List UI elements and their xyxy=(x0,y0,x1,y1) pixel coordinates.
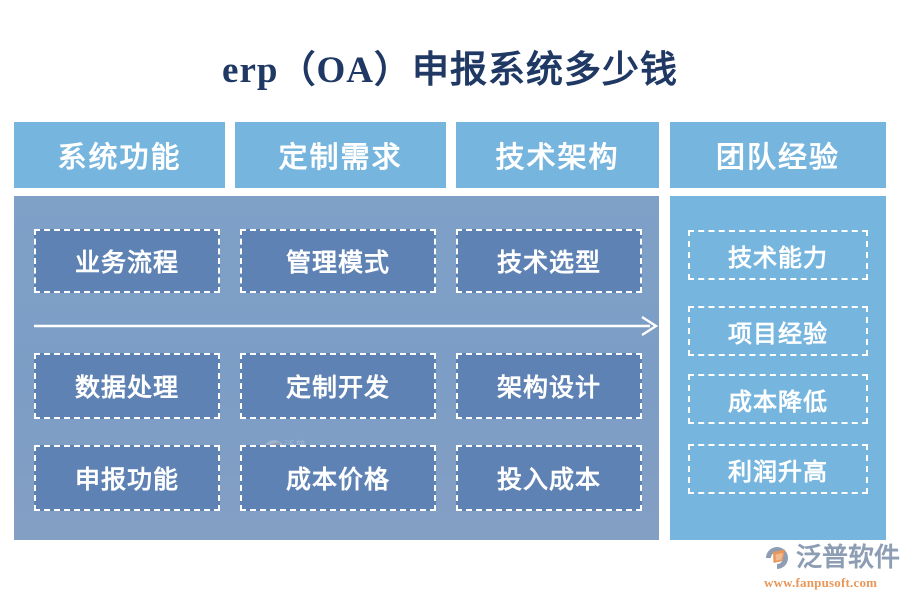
logo-name: 泛普软件 xyxy=(796,543,900,572)
header-bar-tech-architecture[interactable]: 技术架构 xyxy=(456,122,659,188)
fanpu-logo-icon xyxy=(766,547,788,569)
side-panel: 技术能力 项目经验 成本降低 利润升高 xyxy=(670,196,886,540)
header-bar-system-functions[interactable]: 系统功能 xyxy=(14,122,225,188)
side-cell-profit-increase[interactable]: 利润升高 xyxy=(688,444,868,494)
header-bar-label: 技术架构 xyxy=(495,142,620,174)
header-bar-team-experience[interactable]: 团队经验 xyxy=(670,122,886,188)
cell-label: 架构设计 xyxy=(496,375,601,402)
right-arrow-icon xyxy=(34,316,659,336)
cell-business-process[interactable]: 业务流程 xyxy=(34,229,220,293)
cell-investment-cost[interactable]: 投入成本 xyxy=(456,445,642,511)
logo-top-row: 泛普软件 xyxy=(762,541,900,575)
side-cell-tech-capability[interactable]: 技术能力 xyxy=(688,230,868,280)
header-bar-label: 系统功能 xyxy=(57,142,182,174)
cell-label: 申报功能 xyxy=(74,467,179,494)
page-title: erp（OA）申报系统多少钱 xyxy=(222,50,678,91)
cell-label: 数据处理 xyxy=(74,375,179,402)
cell-label: 技术选型 xyxy=(496,250,601,277)
cell-label: 成本价格 xyxy=(285,467,390,494)
cell-cost-price[interactable]: 成本价格 xyxy=(240,445,436,511)
header-bar-label: 定制需求 xyxy=(278,142,403,174)
header-bar-row: 系统功能 定制需求 技术架构 团队经验 xyxy=(14,122,886,188)
side-cell-cost-reduction[interactable]: 成本降低 xyxy=(688,374,868,424)
cell-tech-selection[interactable]: 技术选型 xyxy=(456,229,642,293)
cell-custom-development[interactable]: 定制开发 xyxy=(240,353,436,419)
cell-data-processing[interactable]: 数据处理 xyxy=(34,353,220,419)
logo-url: www.fanpusoft.com xyxy=(764,575,878,590)
side-cell-label: 技术能力 xyxy=(728,245,828,272)
cell-management-mode[interactable]: 管理模式 xyxy=(240,229,436,293)
cell-architecture-design[interactable]: 架构设计 xyxy=(456,353,642,419)
side-cell-label: 成本降低 xyxy=(728,389,828,416)
cell-label: 管理模式 xyxy=(285,250,390,277)
header-bar-label: 团队经验 xyxy=(715,142,840,174)
cell-label: 业务流程 xyxy=(74,250,179,277)
side-cell-label: 项目经验 xyxy=(728,321,828,348)
fanpu-logo[interactable]: 泛普软件 www.fanpusoft.com xyxy=(762,541,900,593)
cell-label: 定制开发 xyxy=(285,375,390,402)
header-bar-custom-requirements[interactable]: 定制需求 xyxy=(235,122,446,188)
main-panel: 业务流程 管理模式 技术选型 泛普 fanpusoft 数据处理 定制开发 架构… xyxy=(14,196,659,540)
cell-declaration-function[interactable]: 申报功能 xyxy=(34,445,220,511)
side-cell-label: 利润升高 xyxy=(728,459,828,486)
side-cell-project-experience[interactable]: 项目经验 xyxy=(688,306,868,356)
cell-label: 投入成本 xyxy=(496,467,601,494)
